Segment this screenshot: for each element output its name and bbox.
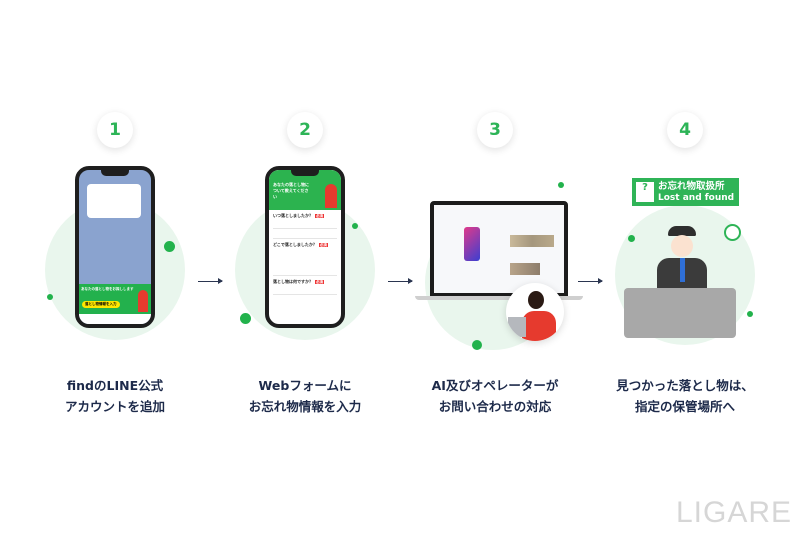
question-when: いつ落としましたか？ [273,213,313,218]
thumbnail-row [510,235,554,247]
form-header-text: あなたの落とし物について教えてください [273,182,309,199]
clock-icon [724,224,741,241]
decor-dot [352,223,358,229]
decor-dot [47,294,53,300]
step-number-1: 1 [97,112,133,148]
station-staff-illustration [655,226,709,298]
banner-text: あなたの落とし物をお探しします [81,287,134,291]
arrow-right-icon [578,278,603,284]
caption-line: お忘れ物情報を入力 [248,399,362,414]
webform-phone-mockup: あなたの落とし物について教えてください いつ落としましたか？必須 どこで落としま… [265,166,345,328]
caption-line: 指定の保管場所へ [634,399,735,414]
decor-dot [240,313,251,324]
caption-line: Webフォームに [258,378,352,393]
phone-notch [291,170,319,176]
caption-line: findのLINE公式 [66,378,164,393]
question-where: どこで落としましたか？ [273,242,317,247]
laptop-base [415,296,583,300]
operator-avatar [506,283,564,341]
arrow-right-icon [198,278,223,284]
sign-title-ja: お忘れ物取扱所 [658,180,725,192]
sign-title-en: Lost and found [658,192,735,203]
thumbnail-row [510,263,540,275]
operator-illustration [325,184,337,208]
step4-caption: 見つかった落とし物は、指定の保管場所へ [590,375,780,417]
required-badge: 必須 [315,214,324,218]
laptop-mockup [430,201,568,297]
chat-bubble [87,184,141,218]
step-number-3: 3 [477,112,513,148]
step-number-2: 2 [287,112,323,148]
step1-caption: findのLINE公式アカウントを追加 [20,375,210,417]
decor-dot [628,235,635,242]
input-lost-item-button[interactable]: 落とし物情報を入力 [82,301,120,308]
decor-dot [747,311,753,317]
operator-illustration [138,290,148,312]
date-select[interactable] [273,221,337,229]
watermark-logo: LIGARE [676,496,793,529]
arrow-right-icon [388,278,413,284]
required-badge: 必須 [318,243,328,247]
location-textarea[interactable] [273,250,337,276]
question-what: 落とし物は何ですか？ [273,279,313,284]
required-badge: 必須 [315,280,324,284]
caption-line: 見つかった落とし物は、 [616,378,754,393]
step2-caption: Webフォームにお忘れ物情報を入力 [210,375,400,417]
line-phone-mockup: あなたの落とし物をお探しします 落とし物情報を入力 [75,166,155,328]
reception-counter [624,288,736,338]
decor-dot [472,340,482,350]
caption-line: お問い合わせの対応 [438,399,552,414]
step-number-4: 4 [667,112,703,148]
phone-notch [101,170,129,176]
step3-caption: AI及びオペレーターがお問い合わせの対応 [400,375,590,417]
item-textarea[interactable] [273,287,337,295]
line-banner: あなたの落とし物をお探しします 落とし物情報を入力 [79,284,151,314]
caption-line: アカウントを追加 [64,399,165,414]
lost-item-icon: ? [636,182,654,202]
decor-dot [558,182,564,188]
chat-input-bar[interactable] [79,314,151,324]
decor-dot [164,241,175,252]
lost-and-found-sign: ? お忘れ物取扱所 Lost and found [632,178,739,206]
date-input[interactable] [273,231,337,239]
form-header: あなたの落とし物について教えてください [269,170,341,210]
phone-image [464,227,480,261]
caption-line: AI及びオペレーターが [431,378,559,393]
